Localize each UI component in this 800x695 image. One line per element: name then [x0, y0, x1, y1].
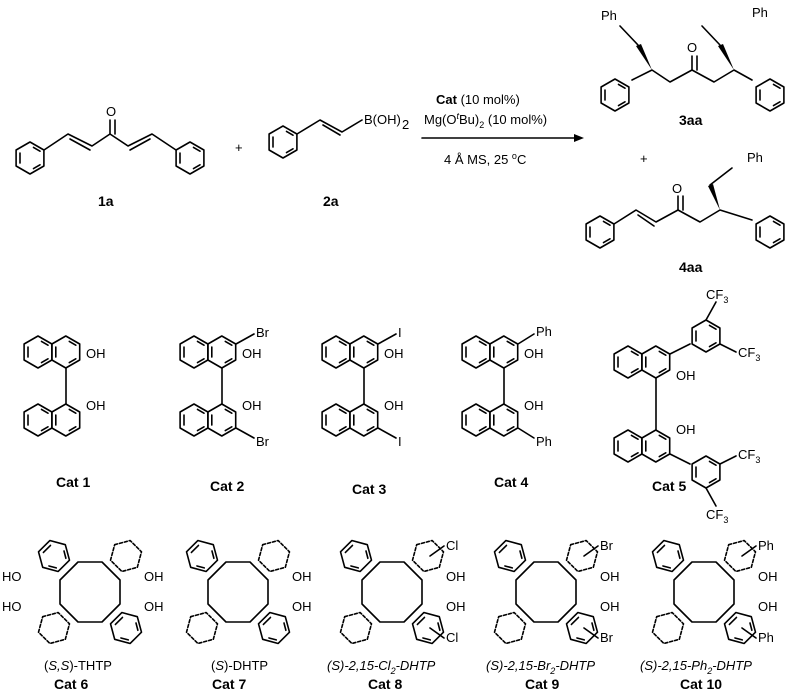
i-label-cat3-bottom: I	[398, 434, 402, 449]
oh-label-cat6-4: OH	[144, 599, 164, 614]
ph-label-cat4-top: Ph	[536, 324, 552, 339]
atom-label-o-1a: O	[106, 104, 116, 119]
atom-label-o-3aa: O	[687, 40, 697, 55]
stereo-wedge-4aa	[708, 184, 720, 210]
catalyst-label-2: Cat 2	[210, 478, 244, 494]
oh-label-cat10-2: OH	[758, 599, 778, 614]
catalyst-name-6: (S,S)-THTP	[44, 658, 112, 673]
compound-4aa-structure	[585, 167, 785, 249]
catalyst-3-structure	[322, 333, 397, 439]
catalyst-label-9: Cat 9	[525, 676, 559, 692]
ph-label-3aa-right: Ph	[752, 5, 768, 20]
oh-label-cat5-bottom: OH	[676, 422, 696, 437]
base-condition: Mg(OtBu)2 (10 mol%)	[424, 111, 547, 130]
compound-label-2a: 2a	[323, 193, 339, 209]
catalyst-4-structure	[462, 333, 535, 439]
oh-label-cat6-1: HO	[2, 569, 22, 584]
oh-label-cat9-1: OH	[600, 569, 620, 584]
oh-label-cat6-3: OH	[144, 569, 164, 584]
oh-label-cat4-top: OH	[524, 346, 544, 361]
catalyst-label-1: Cat 1	[56, 474, 90, 490]
catalyst-7-structure	[181, 535, 295, 649]
cf3-label-1: CF3	[706, 287, 728, 305]
plus-sign-1: +	[235, 140, 243, 155]
br-label-cat2-bottom: Br	[256, 434, 270, 449]
stereo-wedge-right	[718, 44, 734, 70]
cf3-label-3: CF3	[738, 447, 760, 465]
catalyst-label-8: Cat 8	[368, 676, 402, 692]
oh-label-cat1-bottom: OH	[86, 398, 106, 413]
atom-label-o-4aa: O	[672, 181, 682, 196]
boronic-acid-label: B(OH)	[364, 112, 401, 127]
catalyst-10-structure	[647, 535, 761, 649]
compound-2a-structure	[268, 119, 363, 159]
compound-1a-structure	[15, 119, 205, 175]
catalyst-name-10: (S)-2,15-Ph2-DHTP	[640, 658, 752, 676]
catalyst-2-structure	[180, 333, 255, 439]
catalyst-8-structure	[335, 535, 449, 649]
compound-label-1a: 1a	[98, 193, 114, 209]
catalyst-label-4: Cat 4	[494, 474, 528, 490]
oh-label-cat2-bottom: OH	[242, 398, 262, 413]
compound-3aa-structure	[600, 25, 785, 112]
cl-label-cat8-bottom: Cl	[446, 630, 458, 645]
plus-sign-2: +	[640, 151, 648, 166]
oh-label-cat1-top: OH	[86, 346, 106, 361]
br-label-cat9-bottom: Br	[600, 630, 614, 645]
cf3-label-2: CF3	[738, 345, 760, 363]
oh-label-cat3-bottom: OH	[384, 398, 404, 413]
oh-label-cat10-1: OH	[758, 569, 778, 584]
ph-label-cat10-bottom: Ph	[758, 630, 774, 645]
oh-label-cat8-2: OH	[446, 599, 466, 614]
reaction-arrow-head	[574, 134, 584, 142]
catalyst-label-10: Cat 10	[680, 676, 722, 692]
cf3-label-4: CF3	[706, 507, 728, 525]
oh-label-cat7-1: OH	[292, 569, 312, 584]
compound-label-3aa: 3aa	[679, 112, 703, 128]
ph-label-3aa-left: Ph	[601, 8, 617, 23]
oh-label-cat3-top: OH	[384, 346, 404, 361]
catalyst-9-structure	[489, 535, 603, 649]
oh-label-cat4-bottom: OH	[524, 398, 544, 413]
oh-label-cat2-top: OH	[242, 346, 262, 361]
oh-label-cat8-1: OH	[446, 569, 466, 584]
boronic-acid-subscript: 2	[402, 117, 409, 132]
catalyst-6-structure	[33, 535, 147, 649]
ph-label-cat10-top: Ph	[758, 538, 774, 553]
catalyst-label-6: Cat 6	[54, 676, 88, 692]
oh-label-cat6-2: HO	[2, 599, 22, 614]
ph-label-cat4-bottom: Ph	[536, 434, 552, 449]
catalyst-label-3: Cat 3	[352, 481, 386, 497]
catalyst-name-9: (S)-2,15-Br2-DHTP	[486, 658, 595, 676]
cl-label-cat8-top: Cl	[446, 538, 458, 553]
oh-label-cat9-2: OH	[600, 599, 620, 614]
catalyst-name-7: (S)-DHTP	[211, 658, 268, 673]
compound-label-4aa: 4aa	[679, 259, 703, 275]
oh-label-cat5-top: OH	[676, 368, 696, 383]
br-label-cat2-top: Br	[256, 325, 270, 340]
catalyst-label-5: Cat 5	[652, 478, 686, 494]
br-label-cat9-top: Br	[600, 538, 614, 553]
catalyst-name-8: (S)-2,15-Cl2-DHTP	[327, 658, 436, 676]
ph-label-4aa: Ph	[747, 150, 763, 165]
catalyst-condition: Cat (10 mol%)	[436, 92, 520, 107]
i-label-cat3-top: I	[398, 325, 402, 340]
catalyst-5-structure	[614, 301, 737, 507]
stereo-wedge-left	[636, 44, 652, 70]
oh-label-cat7-2: OH	[292, 599, 312, 614]
sieves-temperature-condition: 4 Å MS, 25 oC	[444, 151, 526, 167]
catalyst-label-7: Cat 7	[212, 676, 246, 692]
catalyst-1-structure	[24, 336, 80, 436]
